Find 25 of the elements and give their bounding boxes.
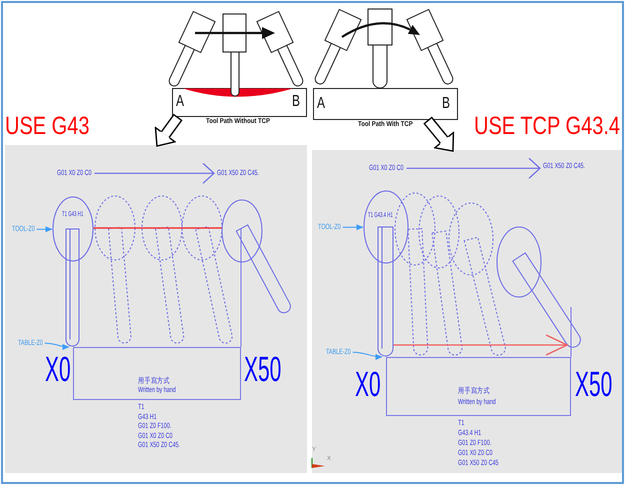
tool-outline <box>496 226 581 348</box>
workpiece-block <box>172 88 307 117</box>
leader-line <box>342 224 364 230</box>
arrow <box>406 158 541 179</box>
point-label: A <box>317 95 325 114</box>
panel-heading: USE TCP G43.4 <box>474 114 620 139</box>
workpiece-block <box>313 88 458 120</box>
tool-outline <box>221 199 291 314</box>
panel-heading: USE G43 <box>5 114 90 139</box>
leader-line <box>36 226 52 232</box>
tool-path-arrow <box>394 334 568 356</box>
tool-outline <box>363 190 409 357</box>
point-label: A <box>176 93 184 112</box>
coordinate-label: X0 <box>355 367 381 402</box>
coordinate-label: X50 <box>575 367 612 402</box>
arrow <box>94 162 215 184</box>
point-label: B <box>442 95 450 114</box>
leader-line <box>352 352 382 360</box>
note-box <box>73 347 241 400</box>
tool-outline <box>52 196 94 347</box>
coordinate-label: X50 <box>244 352 282 387</box>
note-box <box>386 357 571 416</box>
coordinate-label: X0 <box>45 352 71 387</box>
point-label: B <box>292 93 300 112</box>
leader-line <box>44 342 70 350</box>
